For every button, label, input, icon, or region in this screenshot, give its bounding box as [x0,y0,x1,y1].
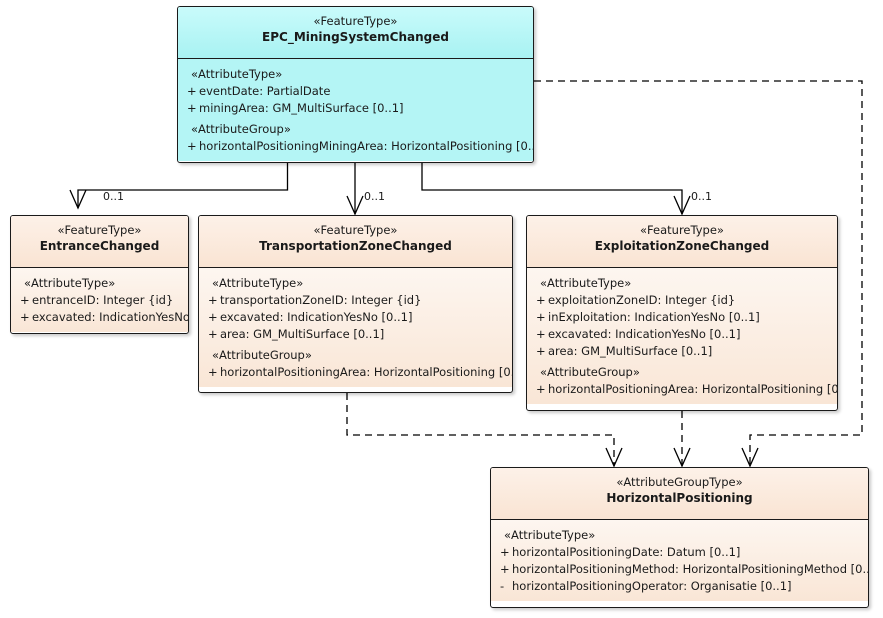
class-entrancechanged[interactable]: «FeatureType» EntranceChanged «Attribute… [10,215,189,334]
visibility-marker: + [536,327,546,341]
attribute-text: entranceID: Integer {id} [32,293,174,307]
attribute-text: miningArea: GM_MultiSurface [0..1] [199,101,404,115]
class-header: «FeatureType» ExploitationZoneChanged [527,216,837,268]
attribute-text: excavated: IndicationYesNo [0..1] [548,327,741,341]
attribute-group-label: «AttributeGroup» [191,122,291,136]
attribute-row: + area: GM_MultiSurface [0..1] [527,343,837,360]
class-header: «FeatureType» EntranceChanged [11,216,188,268]
class-stereotype: «FeatureType» [640,223,724,237]
class-transportationzonechanged[interactable]: «FeatureType» TransportationZoneChanged … [198,215,513,393]
attribute-text: area: GM_MultiSurface [0..1] [548,344,713,358]
attribute-group-label: «AttributeType» [540,276,632,290]
class-name: EPC_MiningSystemChanged [262,30,449,44]
attribute-text: excavated: IndicationYesNo [0..1] [220,310,413,324]
visibility-marker: - [500,579,505,593]
attribute-text: transportationZoneID: Integer {id} [220,293,422,307]
class-exploitationzonechanged[interactable]: «FeatureType» ExploitationZoneChanged «A… [526,215,838,411]
attribute-text: horizontalPositioningOperator: Organisat… [512,579,792,593]
attribute-row: + horizontalPositioningMiningArea: Horiz… [178,138,533,155]
visibility-marker: + [536,293,546,307]
class-header: «FeatureType» TransportationZoneChanged [199,216,512,268]
class-name: TransportationZoneChanged [259,239,452,253]
class-name: EntranceChanged [39,239,160,253]
attribute-text: horizontalPositioningMethod: HorizontalP… [512,562,869,576]
visibility-marker: + [208,310,218,324]
attribute-group-label: «AttributeGroup» [540,365,640,379]
attribute-row: + exploitationZoneID: Integer {id} [527,292,837,309]
attribute-row: + horizontalPositioningArea: HorizontalP… [199,364,512,381]
attribute-text: horizontalPositioningMiningArea: Horizon… [199,139,534,153]
attribute-text: horizontalPositioningArea: HorizontalPos… [220,365,513,379]
attribute-row: + inExploitation: IndicationYesNo [0..1] [527,309,837,326]
attribute-row: + miningArea: GM_MultiSurface [0..1] [178,100,533,117]
class-header: «FeatureType» EPC_MiningSystemChanged [178,7,533,59]
visibility-marker: + [20,310,30,324]
visibility-marker: + [20,293,30,307]
class-attributes: «AttributeType» + eventDate: PartialDate… [178,59,533,161]
visibility-marker: + [187,139,197,153]
attribute-row: + eventDate: PartialDate [178,83,533,100]
visibility-marker: + [208,365,218,379]
class-header: «AttributeGroupType» HorizontalPositioni… [491,468,868,520]
attribute-text: horizontalPositioningDate: Datum [0..1] [512,545,741,559]
visibility-marker: + [208,293,218,307]
visibility-marker: + [208,327,218,341]
dependency-exploitationzone-to-horizontalpositioning [673,411,691,468]
attribute-text: inExploitation: IndicationYesNo [0..1] [548,310,760,324]
attribute-group-label: «AttributeType» [504,528,596,542]
attribute-row: + excavated: IndicationYesNo [11,309,188,326]
attribute-group-label: «AttributeType» [24,276,116,290]
attribute-text: eventDate: PartialDate [199,84,331,98]
attribute-row: + horizontalPositioningDate: Datum [0..1… [491,544,868,561]
attribute-row: + entranceID: Integer {id} [11,292,188,309]
visibility-marker: + [536,310,546,324]
class-stereotype: «AttributeGroupType» [616,475,743,489]
class-name: ExploitationZoneChanged [594,239,770,253]
multiplicity-label-exploitationzone: 0..1 [691,190,712,203]
attribute-group-label: «AttributeType» [212,276,304,290]
attribute-text: horizontalPositioningArea: HorizontalPos… [548,382,838,396]
attribute-row: + area: GM_MultiSurface [0..1] [199,326,512,343]
attribute-row: + transportationZoneID: Integer {id} [199,292,512,309]
attribute-text: area: GM_MultiSurface [0..1] [220,327,385,341]
attribute-text: excavated: IndicationYesNo [32,310,189,324]
visibility-marker: + [187,101,197,115]
association-root-to-exploitationzone [421,162,691,216]
attribute-row: - horizontalPositioningOperator: Organis… [491,578,868,595]
class-stereotype: «FeatureType» [57,223,142,237]
attribute-group-label: «AttributeType» [191,67,283,81]
attribute-text: exploitationZoneID: Integer {id} [548,293,736,307]
association-root-to-transportationzone [346,162,364,216]
class-attributes: «AttributeType» + horizontalPositioningD… [491,520,868,601]
visibility-marker: + [500,562,510,576]
class-attributes: «AttributeType» + exploitationZoneID: In… [527,268,837,404]
class-attributes: «AttributeType» + transportationZoneID: … [199,268,512,387]
visibility-marker: + [536,344,546,358]
class-stereotype: «FeatureType» [313,223,398,237]
visibility-marker: + [187,84,197,98]
visibility-marker: + [500,545,510,559]
attribute-group-label: «AttributeGroup» [212,348,312,362]
attribute-row: + horizontalPositioningMethod: Horizonta… [491,561,868,578]
visibility-marker: + [536,382,546,396]
multiplicity-label-transportationzone: 0..1 [364,190,385,203]
attribute-row: + excavated: IndicationYesNo [0..1] [199,309,512,326]
class-stereotype: «FeatureType» [313,14,398,28]
class-attributes: «AttributeType» + entranceID: Integer {i… [11,268,188,332]
class-horizontalpositioning[interactable]: «AttributeGroupType» HorizontalPositioni… [490,467,869,608]
class-name: HorizontalPositioning [606,491,753,505]
class-epc-miningsystemchanged[interactable]: «FeatureType» EPC_MiningSystemChanged «A… [177,6,534,163]
multiplicity-label-entrance: 0..1 [103,190,124,203]
attribute-row: + horizontalPositioningArea: HorizontalP… [527,381,837,398]
attribute-row: + excavated: IndicationYesNo [0..1] [527,326,837,343]
